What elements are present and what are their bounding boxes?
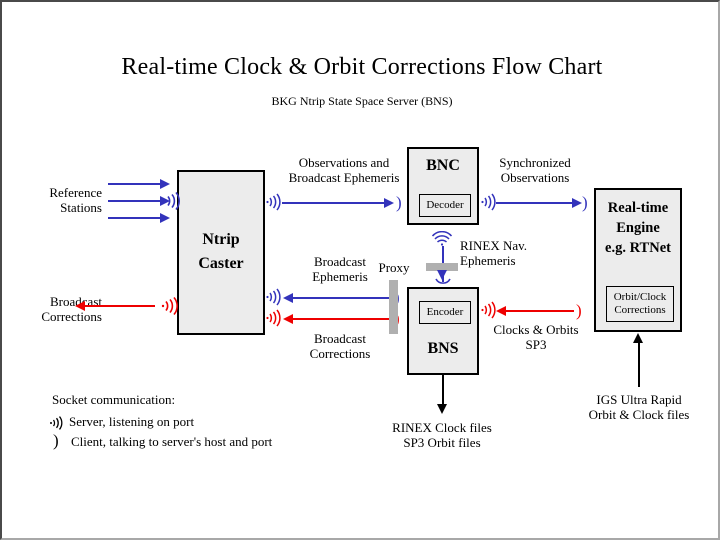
synchronized-observations-label: Synchronized Observations <box>499 155 571 185</box>
observations-arrow-head <box>384 198 394 208</box>
synchronized-observations-arrow-line <box>496 202 574 204</box>
server-radio-icon <box>162 190 180 212</box>
ref-station-arrow-line-2 <box>108 200 162 202</box>
legend-item-client-label: Client, talking to server's host and por… <box>71 434 273 449</box>
igs-arrow-head <box>633 333 643 343</box>
proxy-bar-horizontal <box>426 263 458 271</box>
ntrip-caster-title: Ntrip Caster <box>198 231 244 272</box>
proxy-label: Proxy <box>378 260 410 275</box>
observations-arrow-line <box>282 202 386 204</box>
legend-item-server: Server, listening on port <box>49 414 289 432</box>
rinex-nav-ephemeris-label: RINEX Nav. Ephemeris <box>460 238 528 268</box>
legend-heading: Socket communication: <box>52 392 176 407</box>
rinex-files-arrow-line <box>442 375 444 407</box>
broadcast-ephemeris-label: Broadcast Ephemeris <box>312 254 368 284</box>
bnc-title: BNC <box>426 157 460 174</box>
broadcast-corrections-mid-arrow-head <box>283 314 293 324</box>
broadcast-ephemeris-arrow-line <box>293 297 393 299</box>
server-radio-icon <box>431 230 453 247</box>
reference-stations-label: Reference Stations <box>49 185 102 215</box>
rtnet-box: Real-time Engine e.g. RTNet Orbit/Clock … <box>594 188 682 332</box>
broadcast-corrections-left-label: Broadcast Corrections <box>41 294 102 324</box>
client-paren-icon: ) <box>396 193 402 212</box>
server-radio-icon <box>160 295 178 317</box>
server-radio-icon <box>480 300 496 320</box>
server-radio-icon <box>480 192 496 212</box>
ref-station-arrow-line-3 <box>108 217 162 219</box>
client-paren-icon: ) <box>53 431 59 450</box>
rinex-clock-sp3-orbit-files-label: RINEX Clock files SP3 Orbit files <box>392 420 492 450</box>
ref-station-arrow-head-3 <box>160 213 170 223</box>
server-radio-icon <box>265 308 281 328</box>
broadcast-corrections-left-arrow-head <box>75 301 85 311</box>
proxy-bar-vertical <box>389 280 398 334</box>
broadcast-ephemeris-arrow-head <box>283 293 293 303</box>
client-paren-icon: ) <box>576 301 582 320</box>
igs-ultra-rapid-label: IGS Ultra Rapid Orbit & Clock files <box>588 392 690 422</box>
bns-title: BNS <box>427 340 459 357</box>
legend-item-server-label: Server, listening on port <box>69 414 195 429</box>
observations-broadcast-ephemeris-label: Observations and Broadcast Ephemeris <box>288 155 400 185</box>
page-title: Real-time Clock & Orbit Corrections Flow… <box>121 54 603 80</box>
broadcast-corrections-mid-arrow-line <box>293 318 393 320</box>
rinex-nav-arrow-head <box>437 270 447 280</box>
broadcast-corrections-left-arrow-line <box>85 305 155 307</box>
client-paren-icon <box>434 278 452 288</box>
clocks-orbits-sp3-label: Clocks & Orbits SP3 <box>493 322 579 352</box>
bnc-box: BNC Decoder <box>407 147 479 225</box>
bns-encoder-box: Encoder <box>419 301 471 324</box>
server-radio-icon <box>265 287 281 307</box>
ref-station-arrow-line-1 <box>108 183 162 185</box>
synchronized-observations-arrow-head <box>572 198 582 208</box>
bns-box: Encoder BNS <box>407 287 479 375</box>
bnc-decoder-box: Decoder <box>419 194 471 217</box>
ntrip-caster-box: Ntrip Caster <box>177 170 265 335</box>
rtnet-title: Real-time Engine e.g. RTNet <box>605 200 671 256</box>
page-subtitle: BKG Ntrip State Space Server (BNS) <box>271 94 453 108</box>
clocks-orbits-arrow-head <box>496 306 506 316</box>
server-radio-icon <box>265 192 281 212</box>
server-radio-icon <box>49 415 65 431</box>
client-paren-icon: ) <box>582 193 588 212</box>
legend-item-client: ) Client, talking to server's host and p… <box>49 431 329 452</box>
ref-station-arrow-head-1 <box>160 179 170 189</box>
broadcast-corrections-mid-label: Broadcast Corrections <box>309 331 371 361</box>
clocks-orbits-arrow-line <box>506 310 574 312</box>
igs-arrow-line <box>638 343 640 387</box>
rtnet-orbit-clock-corrections-box: Orbit/Clock Corrections <box>606 286 674 322</box>
rinex-files-arrow-head <box>437 404 447 414</box>
